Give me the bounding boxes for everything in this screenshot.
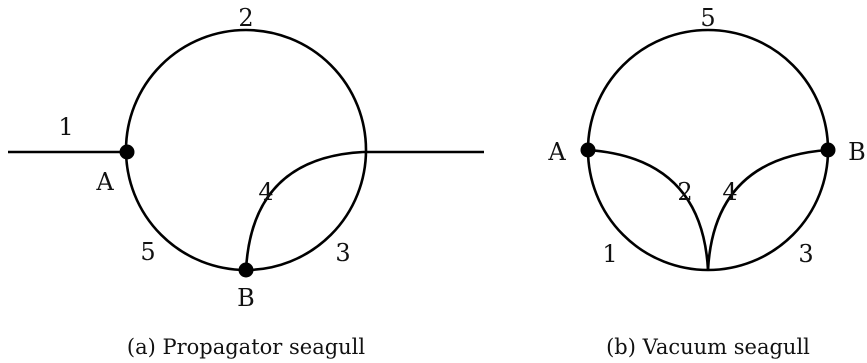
diagram-b-vacuum-seagull: 1 2 3 4 5 A B (b) Vacuum seagull [547,4,865,359]
diagram-a-inner-arc-4 [244,150,364,271]
diagram-a-line-label-5: 5 [140,238,155,266]
diagram-b-vertex-a-dot [580,142,596,158]
diagram-b-vertex-b-label: B [848,138,866,166]
diagram-a-vertex-a-dot [119,144,135,160]
diagram-b-vertex-b-dot [820,142,836,158]
diagram-a-line-label-1: 1 [58,113,73,141]
diagram-a-line-label-4: 4 [258,178,273,206]
diagram-b-line-label-2: 2 [677,178,692,206]
diagram-b-vertex-a-label: A [547,138,566,166]
diagram-b-line-label-5: 5 [700,4,715,32]
diagram-b-line-label-1: 1 [602,240,617,268]
diagram-a-line-label-3: 3 [335,239,350,267]
diagram-b-caption: (b) Vacuum seagull [606,335,810,359]
diagram-b-loop-circle [586,28,830,272]
diagram-b-line-label-4: 4 [722,178,737,206]
diagram-b-inner-arc-2 [587,148,710,271]
diagram-b-line-label-3: 3 [798,240,813,268]
diagram-a-vertex-a-label: A [95,168,114,196]
diagram-b-inner-arc-4 [706,148,829,271]
diagram-a-vertex-b-label: B [237,284,255,312]
diagram-a-line-label-2: 2 [238,4,253,32]
diagram-a-propagator-seagull: 1 2 3 4 5 A B (a) Propagator seagull [8,4,484,359]
diagram-a-vertex-b-dot [238,262,254,278]
diagram-a-loop-circle [124,28,368,272]
diagram-a-caption: (a) Propagator seagull [127,335,366,359]
